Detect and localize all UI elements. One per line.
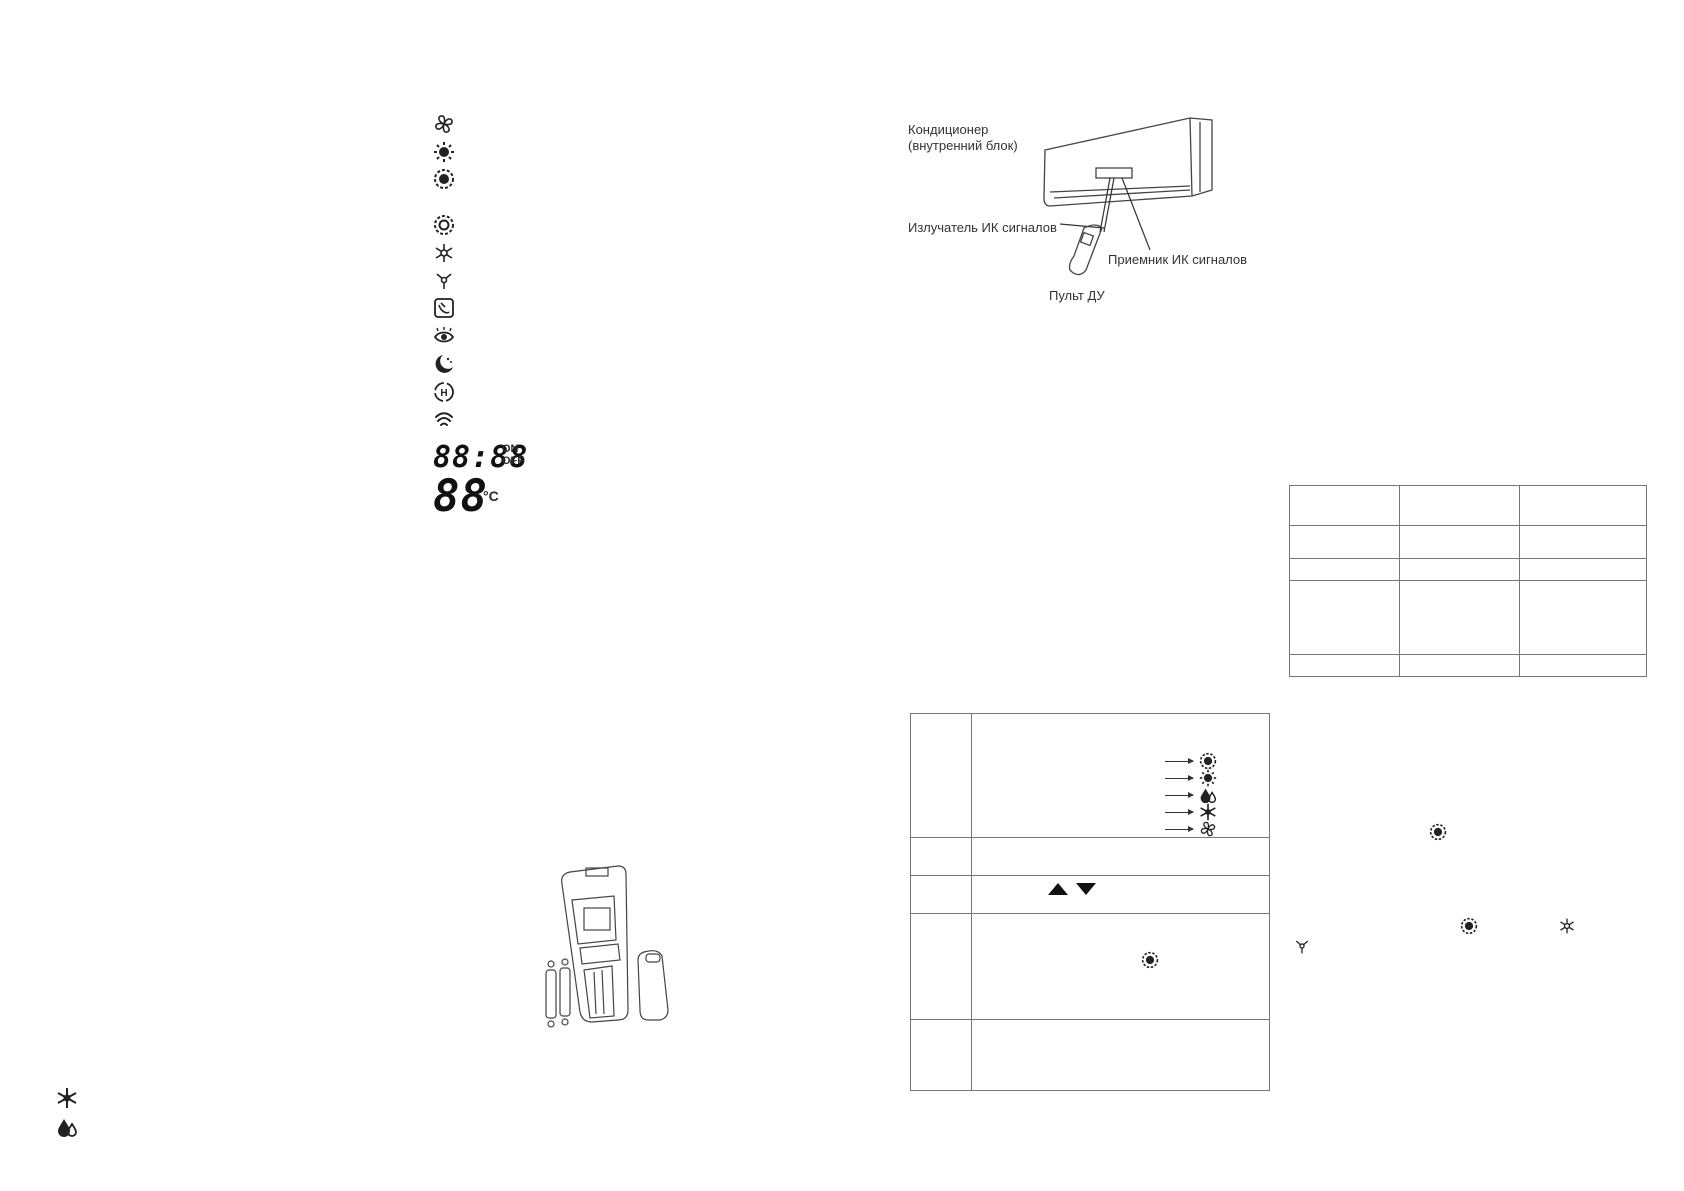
- health-icon: H: [433, 381, 455, 403]
- indoor-unit-illustration: [1040, 110, 1220, 290]
- battery-installation-illustration: [540, 860, 700, 1040]
- table-cell: [1519, 654, 1647, 677]
- down-arrow-icon: [1075, 882, 1097, 901]
- svg-text:H: H: [440, 388, 447, 399]
- table-cell: [1289, 580, 1400, 655]
- temperature-unit: °C: [483, 488, 499, 504]
- table-cell: [1399, 485, 1520, 526]
- step-description-cell: [971, 837, 1270, 876]
- table-cell: [1519, 485, 1647, 526]
- mode-arrow: [1165, 775, 1194, 781]
- fan-icon: [433, 113, 455, 135]
- swing-icon: [433, 269, 455, 291]
- operation-steps-table: [910, 713, 1270, 1091]
- auto-mode-icon: [433, 168, 455, 190]
- table-cell: [1519, 525, 1647, 559]
- step-number-cell: [910, 837, 972, 876]
- table-cell: [1399, 654, 1520, 677]
- drop-icon: [1199, 786, 1217, 804]
- table-cell: [1399, 558, 1520, 581]
- drop-icon: [56, 1116, 78, 1138]
- step-description-cell: [971, 713, 1270, 838]
- step-description-cell: [971, 913, 1270, 1020]
- timer-display: 88:88: [433, 440, 529, 475]
- unit-label-line2: (внутренний блок): [908, 138, 1018, 153]
- auto-mode-icon: [1141, 951, 1159, 969]
- fan-speed-icon: [1558, 917, 1576, 935]
- step-number-cell: [910, 713, 972, 838]
- table-cell: [1289, 558, 1400, 581]
- mode-arrow: [1165, 792, 1194, 798]
- auto-mode-icon: [1199, 752, 1217, 770]
- mode-arrow: [1165, 758, 1194, 764]
- receiver-label: Приемник ИК сигналов: [1108, 252, 1248, 267]
- auto-mode-icon: [1460, 917, 1478, 935]
- step-number-cell: [910, 1019, 972, 1091]
- table-cell: [1289, 485, 1400, 526]
- eye-icon: [433, 325, 455, 347]
- swing-icon: [1293, 937, 1311, 955]
- remote-label: Пульт ДУ: [1049, 288, 1105, 303]
- spec-table: [1289, 485, 1647, 677]
- table-cell: [1399, 525, 1520, 559]
- mode-arrow: [1165, 809, 1194, 815]
- table-cell: [1519, 558, 1647, 581]
- clean-icon: [433, 297, 455, 319]
- step-description-cell: [971, 875, 1270, 914]
- fan-speed-icon: [433, 242, 455, 264]
- unit-label-line1: Кондиционер: [908, 122, 989, 137]
- moon-icon: [433, 353, 455, 375]
- table-cell: [1289, 654, 1400, 677]
- emitter-label: Излучатель ИК сигналов: [908, 220, 1057, 235]
- up-arrow-icon: [1047, 882, 1069, 901]
- table-cell: [1399, 580, 1520, 655]
- step-number-cell: [910, 913, 972, 1020]
- step-description-cell: [971, 1019, 1270, 1091]
- signal-icon: [433, 409, 455, 431]
- timer-on-label: ON: [502, 443, 519, 455]
- table-cell: [1289, 525, 1400, 559]
- snowflake-icon: [1199, 803, 1217, 821]
- step-number-cell: [910, 875, 972, 914]
- snowflake-icon: [56, 1087, 78, 1109]
- sun-icon: [433, 141, 455, 163]
- temperature-display: 88: [433, 471, 488, 522]
- timer-off-label: OFF: [502, 455, 524, 467]
- auto-mode-icon: [1429, 823, 1447, 841]
- mode-arrow: [1165, 826, 1194, 832]
- auto-mode-icon: [433, 214, 455, 236]
- sun-icon: [1199, 769, 1217, 787]
- fan-icon: [1199, 820, 1217, 838]
- table-cell: [1519, 580, 1647, 655]
